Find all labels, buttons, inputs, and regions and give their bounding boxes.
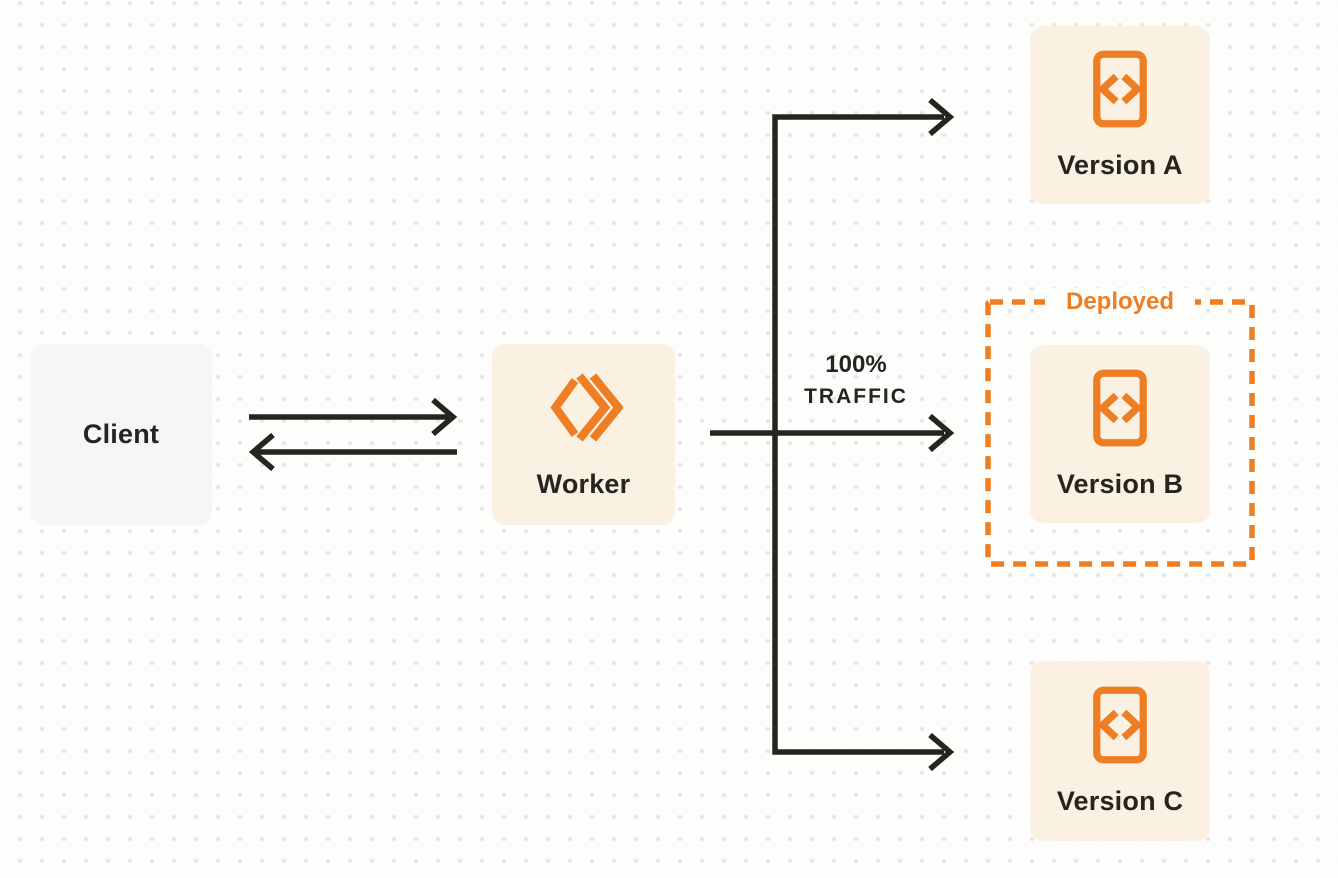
arrow-worker-to-client — [248, 432, 457, 472]
traffic-annotation: 100% TRAFFIC — [770, 350, 942, 414]
arrow-client-to-worker — [249, 397, 458, 437]
branch-arrow-to-version-a — [772, 97, 955, 433]
branch-arrow-to-version-c — [772, 433, 955, 772]
code-file-icon — [1093, 50, 1147, 127]
version-c-label: Version C — [1056, 785, 1184, 816]
code-file-icon — [1093, 369, 1147, 446]
version-a-label: Version A — [1057, 149, 1183, 180]
worker-label: Worker — [536, 468, 631, 499]
node-version-a: Version A — [1030, 26, 1210, 204]
deployed-label: Deployed — [1045, 288, 1195, 316]
version-b-label: Version B — [1056, 468, 1184, 499]
node-version-c: Version C — [1030, 661, 1210, 841]
node-client: Client — [30, 344, 212, 525]
arrow-worker-to-version-b — [710, 413, 955, 453]
code-file-icon — [1093, 686, 1147, 763]
node-version-b: Version B — [1030, 345, 1210, 523]
node-worker: Worker — [492, 344, 675, 525]
client-label: Client — [82, 419, 160, 449]
traffic-percent: 100% — [825, 351, 887, 378]
workers-logo-icon — [549, 372, 623, 442]
traffic-label: TRAFFIC — [804, 385, 908, 408]
